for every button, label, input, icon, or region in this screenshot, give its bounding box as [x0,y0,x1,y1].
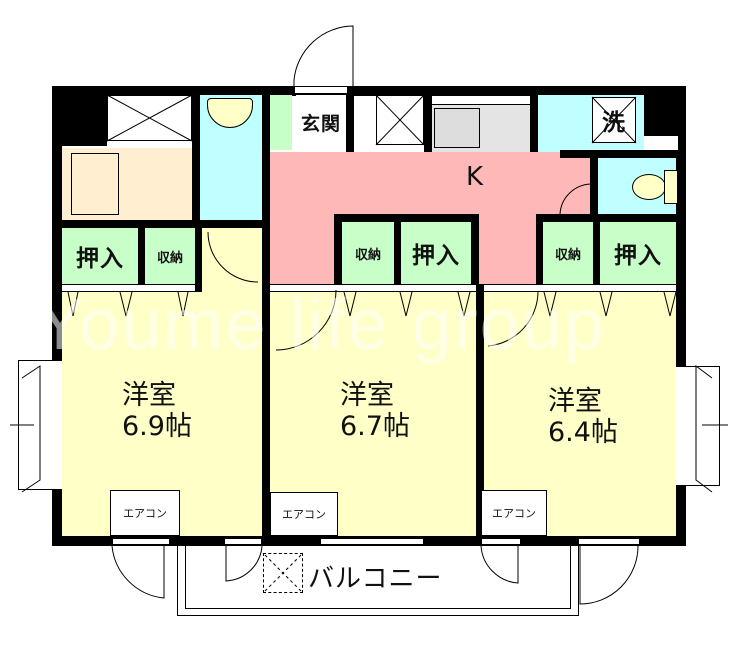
front-door-opening[interactable] [294,86,348,94]
outer-wall-top [52,86,686,96]
wall-closet-row-top-right [536,214,686,222]
wall-room-1-2 [262,284,270,542]
wall-room-2-3 [476,284,484,542]
closet-oshiire-2-label: 押入 [412,243,460,269]
aircon-1-label: エアコン [123,507,167,520]
bay-window-right[interactable] [676,366,720,486]
kitchen-sink [434,108,480,148]
wall-closet-2-left [334,214,342,294]
wall-closet-2 [394,222,401,294]
bathtub [71,153,119,215]
laundry-opening [648,136,678,150]
aircon-1: エアコン [110,490,180,536]
bathroom[interactable] [62,148,192,220]
wall-closet-3 [593,222,600,294]
closet-shuno-2[interactable]: 収納 [342,222,394,284]
entrance-label: 玄関 [300,113,341,135]
balcony-door-1[interactable] [112,538,170,545]
corner-pillar-top-left [52,86,107,146]
closet-doors-3 [482,284,676,292]
balcony-inner-rail [185,546,571,609]
balcony[interactable] [177,546,579,616]
wall-kitchen-laundry [530,86,538,158]
room-1-label: 洋室 6.9帖 [122,380,192,442]
wall-closet-2-right [471,214,479,294]
closet-shuno-2-label: 収納 [354,247,381,263]
room-3-type: 洋室 [548,386,602,417]
balcony-label: バルコニー [308,564,443,594]
wall-toilet-top [560,150,686,158]
room-3-size: 6.4帖 [548,417,618,449]
closet-doors-1 [62,284,195,292]
aircon-3: エアコン [481,490,547,536]
closet-doors-2 [270,284,476,292]
evacuation-hatch [263,553,303,593]
aircon-2: エアコン [270,492,338,536]
closet-shuno-1-label: 収納 [156,250,183,266]
room-1-type: 洋室 [122,380,176,411]
balcony-label-wrap: バルコニー [308,558,442,595]
closet-oshiire-1[interactable]: 押入 [62,228,138,284]
kitchen-lower-left [270,210,334,288]
kitchen[interactable] [270,152,594,214]
wall-closet-row-top-mid [334,214,478,222]
room-3-label: 洋室 6.4帖 [548,386,618,448]
kitchen-lower-middle [478,210,536,288]
kitchen-label-wrap: K [455,160,495,194]
closet-oshiire-3[interactable]: 押入 [600,222,676,284]
wall-closet-1 [138,228,145,294]
toilet-tank [664,170,678,204]
aircon-2-label: エアコン [282,508,326,521]
outer-wall-right [676,86,686,546]
closet-oshiire-1-label: 押入 [76,246,124,272]
wall-closet-1b [195,228,202,294]
outer-wall-left [52,86,62,546]
balcony-door-4[interactable] [578,538,640,545]
closet-shuno-3-label: 収納 [554,247,581,263]
entrance[interactable]: 玄関 [296,95,346,150]
room-2-label: 洋室 6.7帖 [340,380,410,442]
room-2-type: 洋室 [340,380,394,411]
closet-oshiire-3-label: 押入 [614,243,662,269]
aircon-3-label: エアコン [492,507,536,520]
corner-pillar-top-right [644,86,686,136]
closet-shuno-1[interactable]: 収納 [145,228,195,284]
kitchen-label: K [465,162,485,192]
room-1-size: 6.9帖 [122,411,192,443]
balcony-door-3[interactable] [481,538,521,545]
wall-bath-wash [192,86,200,226]
closet-oshiire-2[interactable]: 押入 [401,222,471,284]
room-2-size: 6.7帖 [340,411,410,443]
wall-entrance-right [346,86,354,152]
wall-storage-right [424,86,432,152]
wall-closet-3-left [536,214,543,294]
closet-shuno-3[interactable]: 収納 [543,222,593,284]
balcony-window-sliding[interactable] [320,538,424,545]
wall-wash-right [262,86,270,286]
laundry-label: 洗 [602,110,626,136]
shoe-storage [270,95,292,150]
wall-toilet-left [590,150,598,220]
wall-closet-row-top-left [52,220,202,228]
balcony-door-2[interactable] [224,538,262,545]
